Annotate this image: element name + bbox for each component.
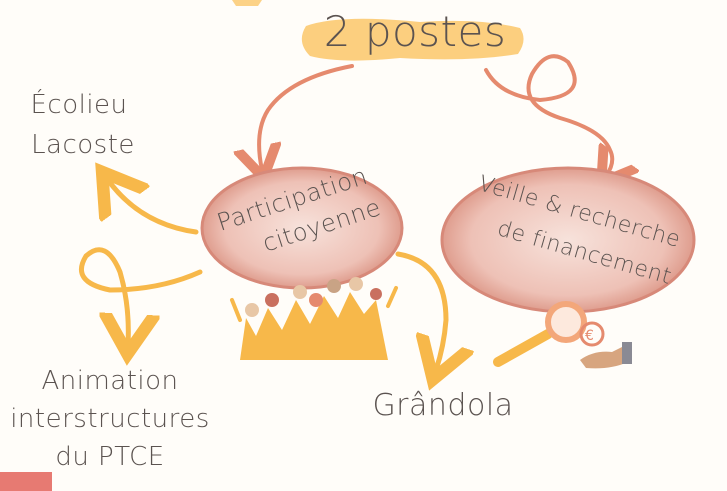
arrow-to-animation <box>79 247 203 344</box>
people-crowd-icon <box>230 277 398 360</box>
top-highlight-fragment <box>232 0 262 6</box>
ecolieu-label-line2: Lacoste <box>31 130 135 160</box>
animation-label-line2: interstructures <box>10 404 210 434</box>
animation-label-line1: Animation <box>41 366 179 396</box>
arrow-to-grandola <box>395 251 446 370</box>
magnifier-euro-icon: € <box>493 301 605 367</box>
title-highlight <box>301 18 524 61</box>
grandola-label: Grândola <box>372 388 514 423</box>
animation-label-line3: du PTCE <box>55 442 165 472</box>
arrow-to-participation <box>259 64 354 170</box>
arrow-to-ecolieu <box>108 180 199 235</box>
title-2-postes: 2 postes <box>323 7 507 56</box>
svg-text:€: € <box>585 328 594 344</box>
accent-bar <box>0 472 52 491</box>
ecolieu-label-line1: Écolieu <box>30 90 128 120</box>
arrow-to-veille <box>484 54 612 176</box>
hand-icon <box>580 342 632 369</box>
